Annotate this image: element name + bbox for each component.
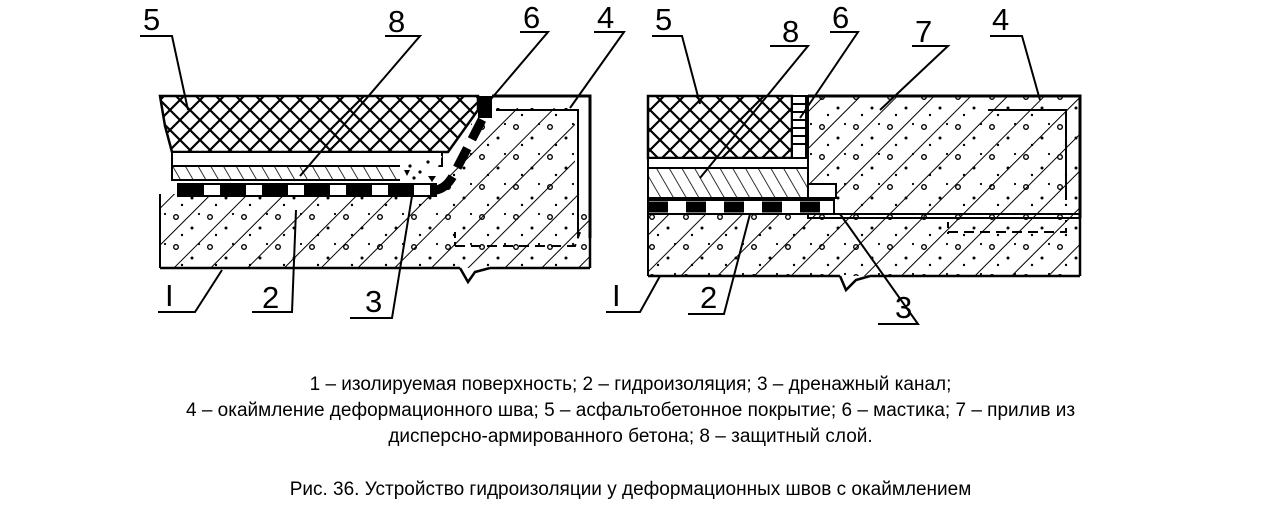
left-waterproofing-band	[177, 105, 492, 197]
left-callout-4: 4	[597, 0, 614, 35]
left-callout-3: 3	[365, 284, 382, 319]
legend-line-1: 1 – изолируемая поверхность; 2 – гидроиз…	[309, 374, 952, 395]
right-asphalt-layer	[646, 94, 794, 160]
right-callout-6: 6	[832, 0, 849, 35]
right-protective-layer	[647, 157, 837, 199]
right-callout-2: 2	[700, 280, 717, 315]
left-detail: 5 8 6 4 I 2 3	[140, 0, 626, 319]
left-callout-5: 5	[143, 2, 160, 37]
left-protective-layer	[171, 151, 443, 184]
right-callout-3: 3	[895, 290, 912, 325]
right-waterproofing-band	[647, 199, 835, 215]
legend: 1 – изолируемая поверхность; 2 – гидроиз…	[0, 372, 1261, 450]
right-callout-1: I	[612, 278, 621, 313]
right-base-slab	[648, 212, 1080, 276]
legend-line-2: 4 – окаймление деформационного шва; 5 – …	[185, 400, 1076, 421]
right-callout-5: 5	[655, 2, 672, 37]
figure-caption: Рис. 36. Устройство гидроизоляции у дефо…	[289, 479, 972, 500]
right-callout-8: 8	[782, 14, 799, 49]
left-callout-2: 2	[262, 280, 279, 315]
right-leader-lines	[606, 31, 1041, 325]
right-callout-7: 7	[915, 14, 932, 49]
waterproofing-cross-section-figure: 5 8 6 4 I 2 3	[140, 0, 1082, 325]
left-callout-6: 6	[523, 0, 540, 35]
left-leader-lines	[140, 31, 626, 319]
right-concrete-inflow	[807, 95, 1081, 219]
legend-line-3: дисперсно-армированного бетона; 8 – защи…	[388, 426, 873, 447]
left-callout-8: 8	[388, 4, 405, 39]
left-asphalt-layer	[158, 94, 480, 154]
left-callout-1: I	[165, 278, 174, 313]
right-callout-4: 4	[992, 2, 1009, 37]
right-mastic	[791, 95, 807, 159]
right-detail: 5 8 6 7 4 I 2 3	[606, 0, 1082, 325]
